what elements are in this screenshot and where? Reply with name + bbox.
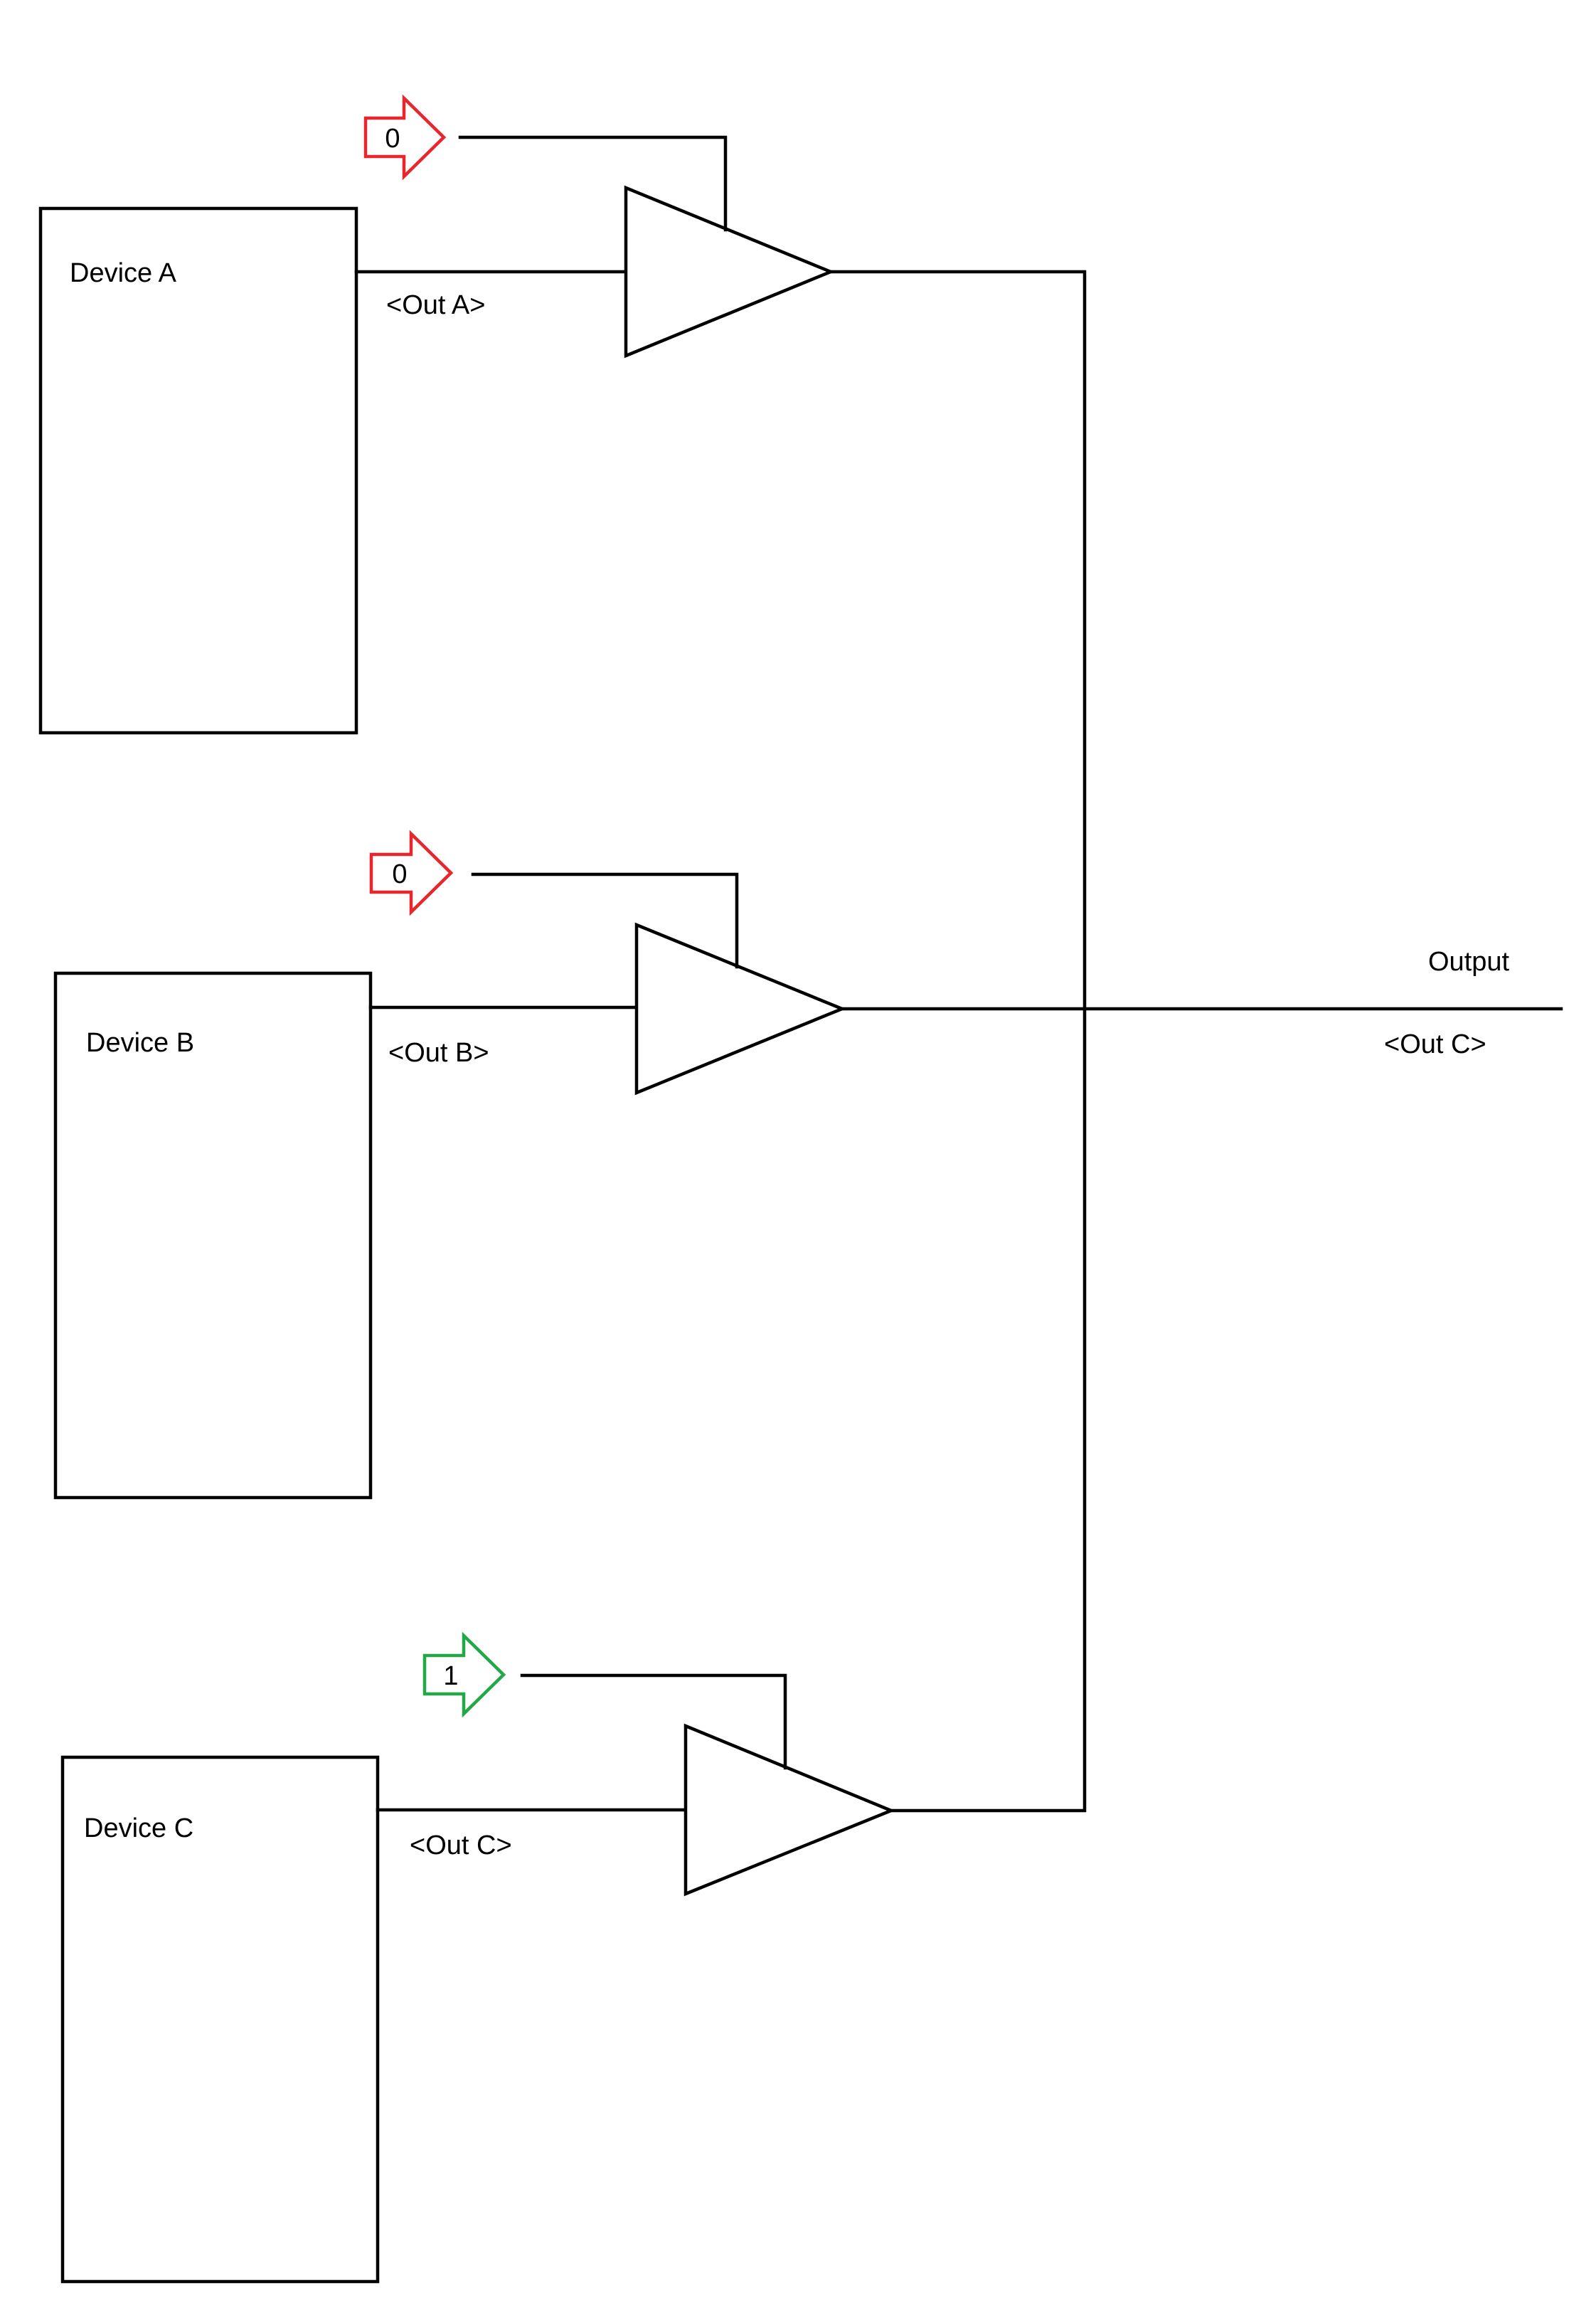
buffer-a — [624, 185, 835, 359]
buffer-b — [634, 922, 846, 1096]
device-c-label: Device C — [84, 1813, 193, 1843]
bus-wire-c — [889, 1007, 1087, 1813]
device-b-box — [53, 971, 373, 1500]
device-b-label: Device B — [86, 1028, 194, 1058]
device-c-group: Device C <Out C> 1 — [60, 1007, 1087, 2284]
enable-a-wire — [458, 135, 728, 232]
device-a-out-label: <Out A> — [386, 290, 485, 320]
enable-c-value: 1 — [443, 1661, 458, 1691]
enable-a-arrow-icon — [363, 94, 447, 181]
output-signal-label: <Out C> — [1384, 1029, 1486, 1059]
device-b-group: Device B <Out B> 0 — [53, 830, 1563, 1500]
output-label: Output — [1428, 947, 1510, 977]
device-a-box — [38, 206, 358, 735]
enable-a-value: 0 — [385, 124, 400, 154]
enable-b-value: 0 — [392, 859, 407, 889]
enable-b-arrow-icon — [369, 830, 454, 916]
device-c-box — [60, 1755, 380, 2284]
enable-c-arrow-icon — [422, 1631, 506, 1718]
device-a-group: Device A <Out A> 0 — [38, 94, 1087, 1011]
device-a-label: Device A — [70, 258, 177, 288]
buffer-c — [683, 1723, 895, 1897]
bus-wire-a — [829, 270, 1087, 1011]
enable-b-wire — [471, 872, 739, 969]
enable-c-wire — [520, 1673, 787, 1770]
device-b-out-label: <Out B> — [388, 1038, 489, 1068]
device-c-out-label: <Out C> — [410, 1831, 512, 1860]
